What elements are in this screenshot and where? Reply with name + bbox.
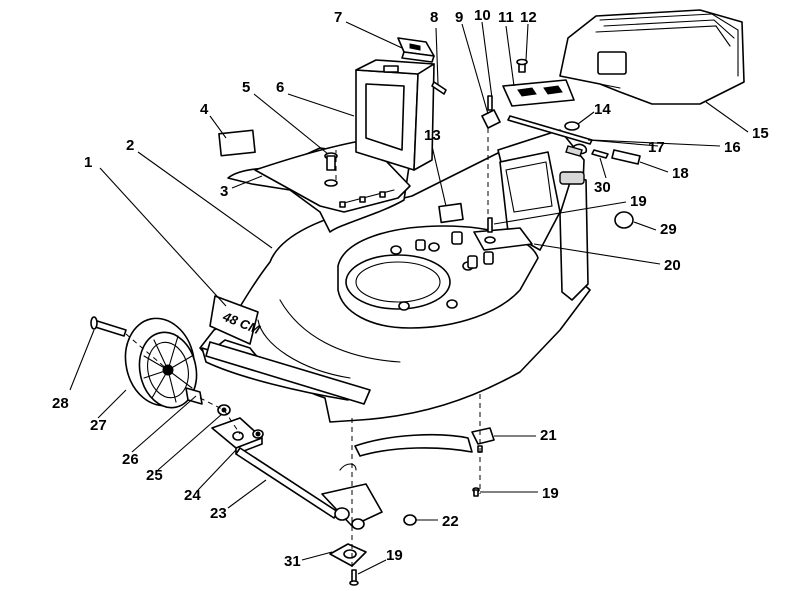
assembly-lines bbox=[125, 128, 489, 578]
grass-bag-cover bbox=[559, 9, 745, 105]
callout-19-lower: 19 bbox=[386, 547, 403, 564]
rear-axle bbox=[235, 447, 383, 530]
decal-plate bbox=[218, 129, 256, 157]
callout-17: 17 bbox=[648, 139, 665, 156]
deflector-plate bbox=[254, 139, 411, 213]
callout-29: 29 bbox=[660, 221, 677, 238]
callout-5: 5 bbox=[242, 79, 250, 96]
leader-lines bbox=[69, 21, 749, 575]
nut-part-22 bbox=[403, 514, 417, 526]
callout-22: 22 bbox=[442, 513, 459, 530]
callout-4: 4 bbox=[200, 101, 209, 118]
callout-labels: 1 2 3 4 5 6 7 8 9 10 11 12 13 14 15 16 1… bbox=[52, 7, 769, 570]
discharge-chute bbox=[355, 59, 435, 171]
wheel-hub bbox=[143, 335, 193, 403]
callout-25: 25 bbox=[146, 467, 163, 484]
callout-24: 24 bbox=[184, 487, 201, 504]
callout-12: 12 bbox=[520, 9, 537, 26]
hinge-bracket bbox=[397, 37, 435, 63]
callout-21: 21 bbox=[540, 427, 557, 444]
callout-2: 2 bbox=[126, 137, 134, 154]
callout-15: 15 bbox=[752, 125, 769, 142]
rear-hinge-parts bbox=[481, 58, 575, 129]
callout-9: 9 bbox=[455, 9, 463, 26]
callout-28: 28 bbox=[52, 395, 69, 412]
callout-11: 11 bbox=[498, 9, 514, 26]
bolt-part-5 bbox=[324, 152, 338, 171]
callout-30: 30 bbox=[594, 179, 611, 196]
callout-16: 16 bbox=[724, 139, 741, 156]
callout-31: 31 bbox=[284, 553, 301, 570]
callout-26: 26 bbox=[122, 451, 139, 468]
height-adjuster bbox=[211, 417, 264, 455]
lower-right-fasteners bbox=[471, 427, 495, 497]
callout-7: 7 bbox=[334, 9, 342, 26]
callout-23: 23 bbox=[210, 505, 227, 522]
callout-1: 1 bbox=[84, 154, 92, 171]
callout-3: 3 bbox=[220, 183, 228, 200]
callout-13: 13 bbox=[424, 127, 441, 144]
callout-20: 20 bbox=[664, 257, 681, 274]
callout-18: 18 bbox=[672, 165, 689, 182]
rear-rod-assembly bbox=[507, 115, 641, 165]
plug-cap bbox=[614, 211, 634, 229]
rear-bracket bbox=[473, 217, 533, 251]
bottom-plate bbox=[329, 543, 367, 586]
callout-8: 8 bbox=[430, 9, 438, 26]
callout-19-middle: 19 bbox=[542, 485, 559, 502]
callout-10: 10 bbox=[474, 7, 491, 24]
callout-27: 27 bbox=[90, 417, 107, 434]
callout-6: 6 bbox=[276, 79, 284, 96]
callout-19-upper: 19 bbox=[630, 193, 647, 210]
spring-pin bbox=[431, 81, 447, 95]
callout-14: 14 bbox=[594, 101, 611, 118]
